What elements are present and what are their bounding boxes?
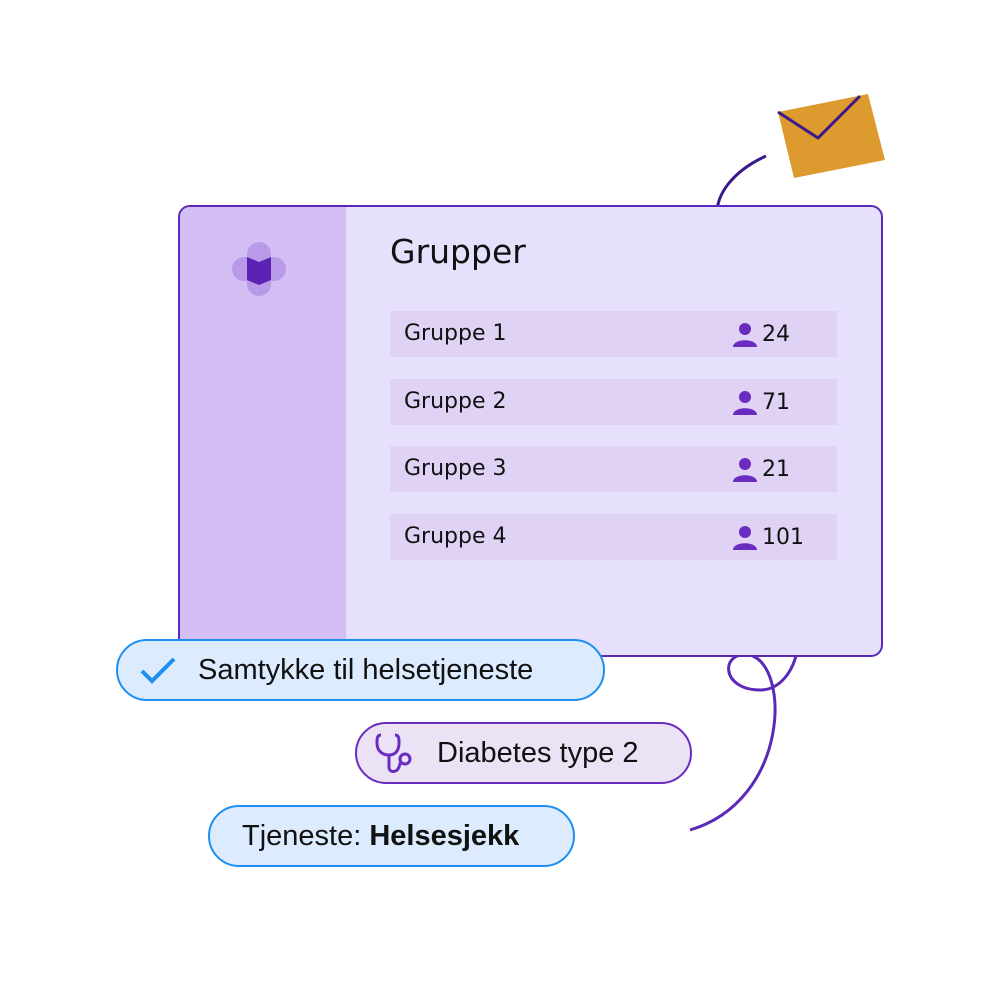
group-name: Gruppe 2 [404, 389, 507, 414]
member-count-value: 21 [762, 456, 790, 482]
checkmark-icon [140, 657, 176, 684]
consent-tag: Samtykke til helsetjeneste [116, 639, 605, 701]
group-row[interactable]: Gruppe 2 71 [390, 379, 837, 425]
group-row[interactable]: Gruppe 1 24 [390, 311, 837, 357]
diagnosis-tag: Diabetes type 2 [355, 722, 692, 784]
group-row[interactable]: Gruppe 4 101 [390, 514, 837, 560]
service-label: Tjeneste: [242, 819, 362, 852]
page-title: Grupper [390, 232, 526, 271]
person-icon [733, 323, 757, 347]
sidebar [180, 207, 346, 655]
member-count-value: 101 [762, 524, 804, 550]
person-icon [733, 391, 757, 415]
service-tag: Tjeneste: Helsesjekk [208, 805, 575, 867]
member-count: 24 [732, 321, 790, 347]
member-count-value: 71 [762, 389, 790, 415]
group-name: Gruppe 3 [404, 456, 507, 481]
stethoscope-icon [375, 733, 412, 773]
group-name: Gruppe 4 [404, 524, 507, 549]
member-count: 101 [732, 524, 804, 550]
member-count: 71 [732, 389, 790, 415]
person-icon [733, 526, 757, 550]
diagnosis-label: Diabetes type 2 [437, 736, 639, 769]
service-value: Helsesjekk [369, 819, 520, 852]
person-icon [733, 458, 757, 482]
member-count: 21 [732, 456, 790, 482]
consent-label: Samtykke til helsetjeneste [198, 653, 534, 686]
member-count-value: 24 [762, 321, 790, 347]
group-name: Gruppe 1 [404, 321, 507, 346]
envelope-icon [777, 94, 885, 178]
logo-icon [232, 242, 286, 296]
groups-panel [178, 205, 883, 657]
group-row[interactable]: Gruppe 3 21 [390, 446, 837, 492]
